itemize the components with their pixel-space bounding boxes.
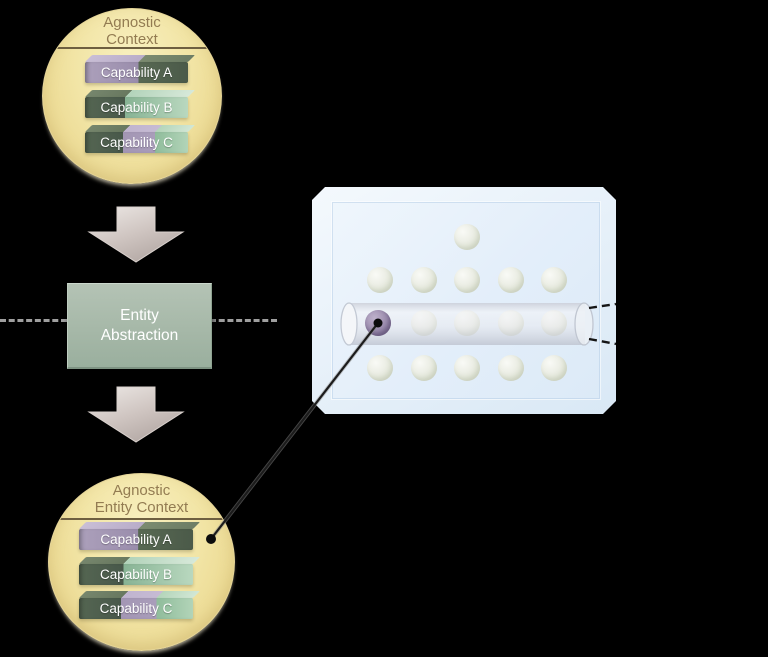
- bar-top-face: [79, 522, 200, 529]
- bar-top-face: [79, 591, 200, 598]
- title-line-2: Entity Context: [94, 498, 189, 516]
- agnostic-context-title: Agnostic Context: [43, 14, 221, 48]
- down-arrow-icon: [87, 206, 185, 263]
- capability-label: Capability A: [100, 65, 173, 80]
- entity-abstraction-box: Entity Abstraction: [67, 283, 212, 369]
- capability-label: Capability B: [100, 100, 173, 115]
- agnostic-entity-context-circle: Agnostic Entity Context Capability A Cap…: [48, 473, 235, 651]
- title-line-1: Agnostic: [103, 14, 161, 31]
- capability-bar-a: Capability A: [79, 522, 200, 550]
- entity-sphere: [454, 310, 480, 336]
- title-line-2: Context: [106, 30, 158, 48]
- bar-top-face: [79, 557, 200, 564]
- capability-bar-b: Capability B: [79, 557, 200, 585]
- entity-panel: [312, 187, 616, 414]
- bar-top-face: [85, 125, 195, 132]
- entity-sphere: [541, 310, 567, 336]
- title-divider-line: [43, 47, 221, 49]
- entity-sphere: [498, 267, 524, 293]
- capability-label: Capability A: [100, 532, 172, 547]
- bar-top-face: [85, 55, 195, 62]
- entity-sphere: [411, 355, 437, 381]
- capability-bar-b: Capability B: [85, 90, 195, 118]
- bar-front-face: Capability A: [79, 529, 193, 550]
- entity-abstraction-label: Entity Abstraction: [101, 306, 179, 346]
- dashed-axis-right: [210, 319, 277, 322]
- entity-sphere: [367, 267, 393, 293]
- down-arrow-icon: [87, 386, 185, 443]
- dashed-axis-left: [0, 319, 67, 322]
- entity-sphere: [454, 267, 480, 293]
- agnostic-entity-context-title: Agnostic Entity Context: [49, 482, 234, 516]
- bar-front-face: Capability C: [85, 132, 188, 153]
- bar-top-face: [85, 90, 195, 97]
- highlighted-entity-sphere: [365, 310, 391, 336]
- bar-front-face: Capability B: [79, 564, 193, 585]
- capability-bar-c: Capability C: [85, 125, 195, 153]
- capability-label: Capability C: [100, 135, 173, 150]
- title-divider-line: [49, 518, 234, 520]
- entity-sphere: [498, 310, 524, 336]
- capability-label: Capability C: [99, 601, 173, 616]
- entity-sphere: [367, 355, 393, 381]
- entity-sphere: [541, 267, 567, 293]
- bar-front-face: Capability A: [85, 62, 188, 83]
- capability-bar-a: Capability A: [85, 55, 195, 83]
- entity-sphere: [454, 224, 480, 250]
- agnostic-context-circle: Agnostic Context Capability A Capability…: [42, 8, 222, 184]
- entity-sphere: [498, 355, 524, 381]
- entity-sphere: [454, 355, 480, 381]
- entity-label-line-1: Entity: [120, 306, 159, 324]
- entity-sphere: [541, 355, 567, 381]
- entity-sphere: [411, 267, 437, 293]
- title-line-1: Agnostic: [112, 482, 171, 499]
- entity-sphere: [411, 310, 437, 336]
- bar-front-face: Capability C: [79, 598, 193, 619]
- capability-bar-c: Capability C: [79, 591, 200, 619]
- entity-label-line-2: Abstraction: [100, 326, 179, 344]
- capability-label: Capability B: [99, 567, 173, 582]
- bar-front-face: Capability B: [85, 97, 188, 118]
